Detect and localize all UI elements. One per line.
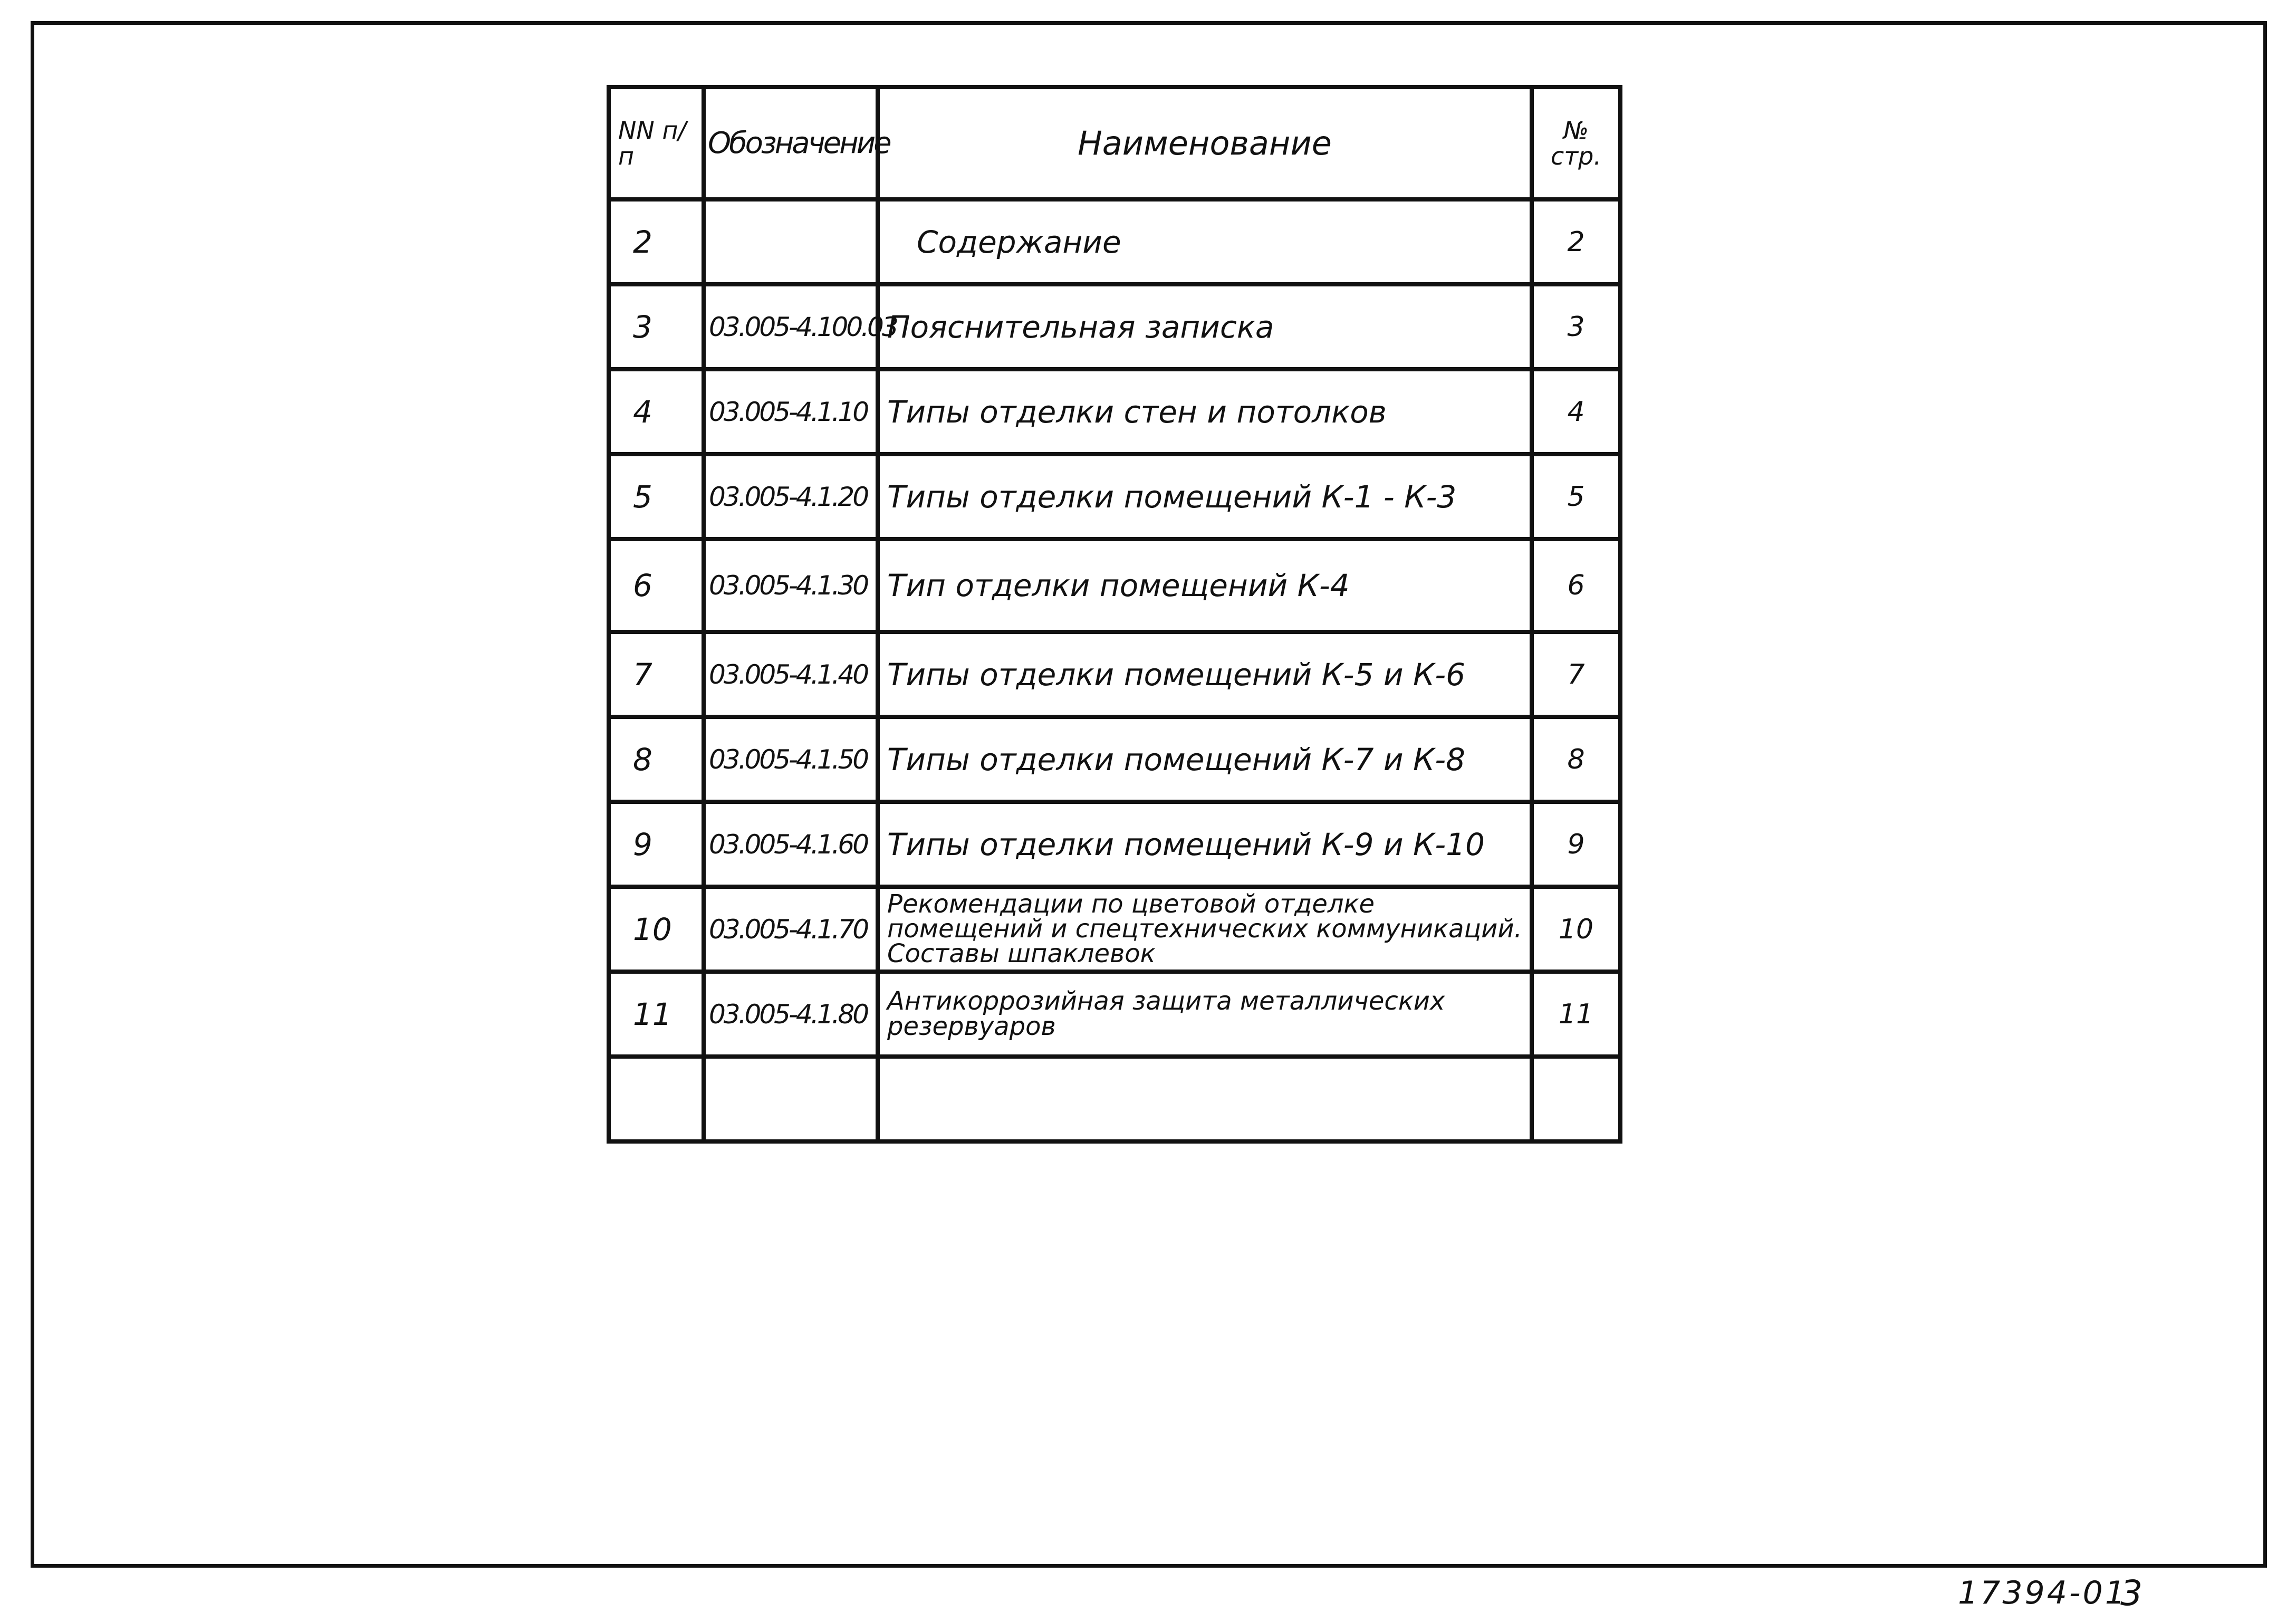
header-page: № стр. xyxy=(1530,85,1622,201)
table-row: 7 03.005-4.1.40 Типы отделки помещений К… xyxy=(607,630,1622,719)
row-designation: 03.005-4.1.80 xyxy=(702,970,880,1059)
row-name: Типы отделки стен и потолков xyxy=(876,367,1534,456)
row-designation: 03.005-4.1.70 xyxy=(702,885,880,974)
row-name: Тип отделки помещений К-4 xyxy=(876,537,1534,634)
row-number: 10 xyxy=(607,885,706,974)
table-row: 2 Содержание 2 xyxy=(607,197,1622,286)
row-page: 5 xyxy=(1530,452,1622,541)
row-name: Типы отделки помещений К-9 и К-10 xyxy=(876,800,1534,889)
table-row-empty xyxy=(607,1054,1622,1144)
row-number: 9 xyxy=(607,800,706,889)
row-name: Типы отделки помещений К-5 и К-6 xyxy=(876,630,1534,719)
row-designation: 03.005-4.1.20 xyxy=(702,452,880,541)
table-row: 11 03.005-4.1.80 Антикоррозийная защита … xyxy=(607,970,1622,1059)
header-name: Наименование xyxy=(876,85,1534,201)
row-name: Антикоррозийная защита металлических рез… xyxy=(876,970,1534,1059)
row-designation: 03.005-4.100.03 xyxy=(702,282,899,371)
row-page: 9 xyxy=(1530,800,1622,889)
document-number: 17394-01 xyxy=(1958,1575,2127,1611)
row-name: Пояснительная записка xyxy=(876,282,1534,371)
contents-table: NN п/п Обозначение Наименование № стр. 2… xyxy=(607,85,1622,1144)
row-name: Содержание xyxy=(876,197,1534,286)
table-row: 9 03.005-4.1.60 Типы отделки помещений К… xyxy=(607,800,1622,889)
sheet-number: 3 xyxy=(2120,1573,2143,1614)
row-designation: 03.005-4.1.40 xyxy=(702,630,880,719)
row-page: 6 xyxy=(1530,537,1622,634)
row-page: 3 xyxy=(1530,282,1622,371)
row-page: 8 xyxy=(1530,715,1622,804)
row-name: Рекомендации по цветовой отделке помещен… xyxy=(876,885,1534,974)
row-designation: 03.005-4.1.60 xyxy=(702,800,880,889)
header-number: NN п/п xyxy=(607,85,706,201)
row-page: 10 xyxy=(1530,885,1622,974)
table-row: 6 03.005-4.1.30 Тип отделки помещений К-… xyxy=(607,537,1622,634)
row-number: 11 xyxy=(607,970,706,1059)
row-page: 7 xyxy=(1530,630,1622,719)
row-page: 4 xyxy=(1530,367,1622,456)
row-name: Типы отделки помещений К-1 - К-3 xyxy=(876,452,1534,541)
row-designation xyxy=(702,1054,880,1144)
table-row: 8 03.005-4.1.50 Типы отделки помещений К… xyxy=(607,715,1622,804)
row-designation: 03.005-4.1.10 xyxy=(702,367,880,456)
row-name: Типы отделки помещений К-7 и К-8 xyxy=(876,715,1534,804)
drawing-frame xyxy=(31,21,2267,1568)
row-number: 5 xyxy=(607,452,706,541)
row-number xyxy=(607,1054,706,1144)
row-name xyxy=(876,1054,1534,1144)
row-number: 3 xyxy=(607,282,706,371)
row-number: 4 xyxy=(607,367,706,456)
row-number: 2 xyxy=(607,197,706,286)
table-row: 4 03.005-4.1.10 Типы отделки стен и пото… xyxy=(607,367,1622,456)
row-number: 6 xyxy=(607,537,706,634)
row-designation: 03.005-4.1.30 xyxy=(702,537,880,634)
row-number: 7 xyxy=(607,630,706,719)
row-designation xyxy=(702,197,880,286)
table-row: 5 03.005-4.1.20 Типы отделки помещений К… xyxy=(607,452,1622,541)
row-page xyxy=(1530,1054,1622,1144)
row-page: 2 xyxy=(1530,197,1622,286)
row-designation: 03.005-4.1.50 xyxy=(702,715,880,804)
table-row: 3 03.005-4.100.03 Пояснительная записка … xyxy=(607,282,1622,371)
row-page: 11 xyxy=(1530,970,1622,1059)
row-number: 8 xyxy=(607,715,706,804)
table-header-row: NN п/п Обозначение Наименование № стр. xyxy=(607,85,1622,201)
header-designation: Обозначение xyxy=(702,85,892,201)
table-row: 10 03.005-4.1.70 Рекомендации по цветово… xyxy=(607,885,1622,974)
